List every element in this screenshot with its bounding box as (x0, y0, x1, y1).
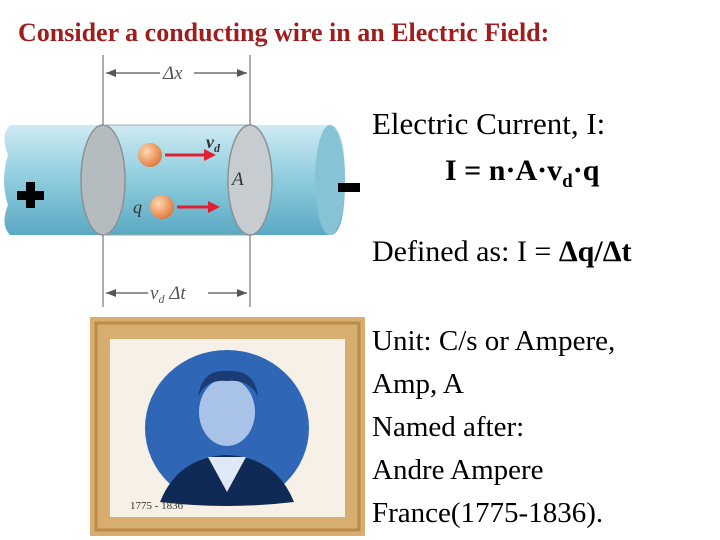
portrait-face (199, 378, 255, 446)
left-cross-section (80, 124, 126, 236)
charge-carrier-bottom (150, 195, 174, 219)
named-after-label: Named after: (372, 411, 525, 443)
ampere-name: Andre Ampere (372, 454, 544, 486)
minus-sign-icon (338, 183, 368, 192)
charge-label: q (133, 197, 142, 217)
plus-sign-icon (17, 182, 44, 208)
delta-x-label: Δx (162, 63, 183, 84)
area-label: A (230, 169, 244, 190)
current-definition: Defined as: I = Δq/Δt (372, 235, 632, 268)
charge-carrier-top (138, 143, 162, 167)
slide-title: Consider a conducting wire in an Electri… (18, 18, 550, 47)
unit-info: Unit: C/s or Ampere, Amp, A Named after:… (372, 320, 615, 535)
conducting-wire-diagram: Δx vd Δt vd q A (0, 55, 368, 320)
unit-line: Amp, A (372, 368, 464, 400)
ampere-origin: France(1775-1836). (372, 497, 604, 529)
vd-label: vd (206, 132, 221, 155)
ampere-portrait-frame: 1775 - 1836 (90, 317, 365, 536)
wire-body (4, 125, 345, 235)
portrait-years: 1775 - 1836 (130, 500, 184, 512)
wire-end-cap (315, 125, 345, 235)
unit-line: Unit: C/s or Ampere, (372, 325, 616, 357)
current-heading: Electric Current, I: (372, 106, 606, 141)
current-formula: I = n·A·vd·q (445, 154, 600, 192)
vd-dt-label: vd Δt (150, 283, 186, 306)
